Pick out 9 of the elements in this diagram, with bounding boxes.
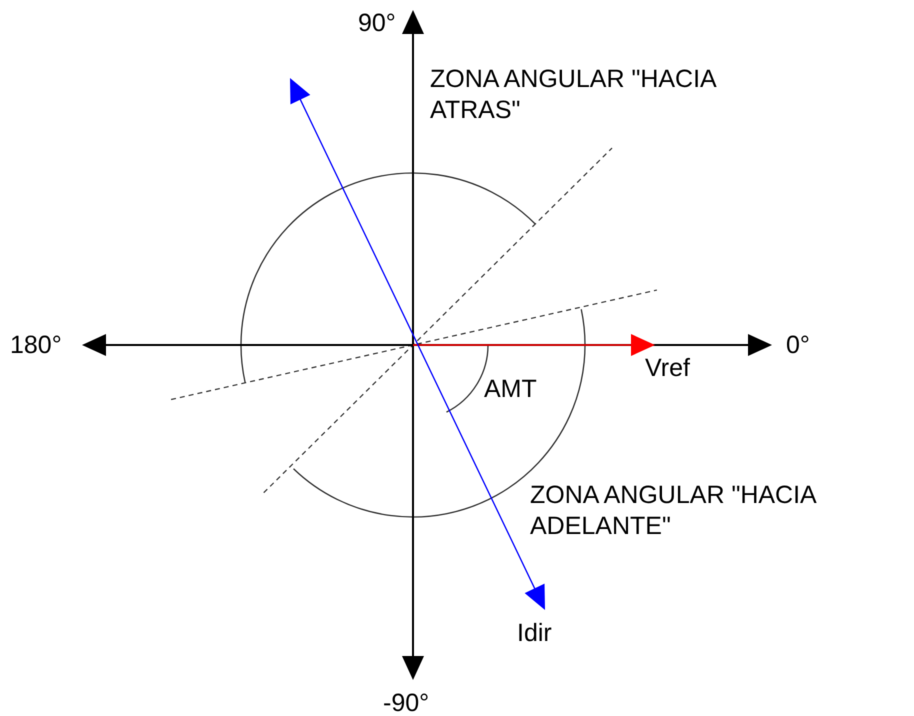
angle-label: AMT: [484, 374, 537, 405]
zone-label: ZONA ANGULAR "HACIA ATRAS": [430, 64, 717, 126]
angle-label: 180°: [10, 330, 62, 361]
angle-label: -90°: [383, 688, 430, 716]
angle-label: 0°: [786, 330, 810, 361]
phasor-label: Idir: [517, 618, 552, 649]
zone-label: ZONA ANGULAR "HACIA ADELANTE": [530, 480, 817, 542]
angle-label: 90°: [358, 8, 396, 39]
phasor-label: Vref: [645, 353, 690, 384]
